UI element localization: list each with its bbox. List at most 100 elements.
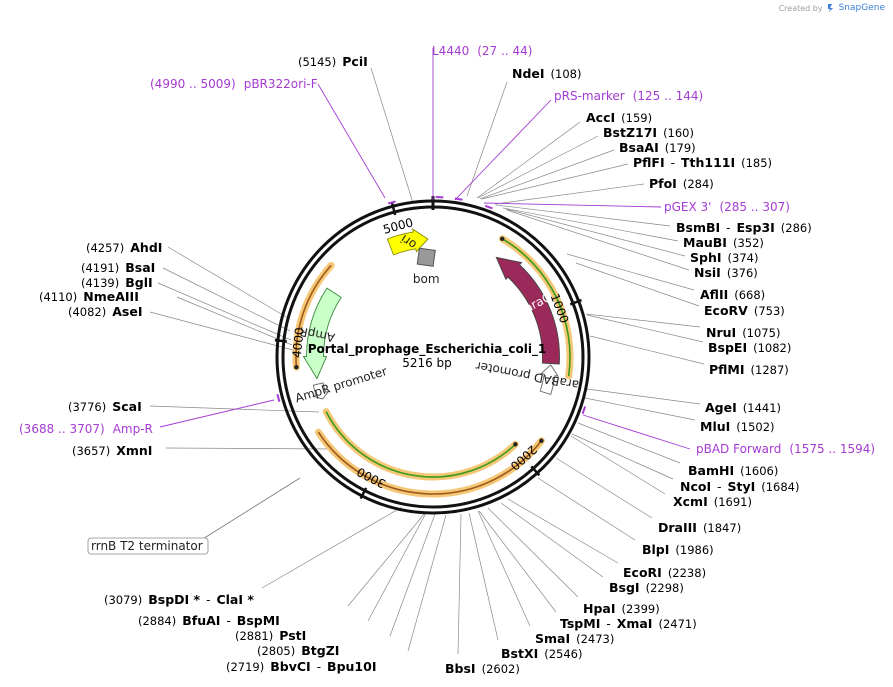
site-label[interactable]: (2805)BtgZI <box>257 643 339 658</box>
site-leader <box>149 311 294 351</box>
site-label[interactable]: SphI(374) <box>690 250 758 265</box>
feature-ori[interactable]: ori <box>386 228 429 256</box>
site-text: BlpI(1986) <box>642 542 714 557</box>
orf-arc[interactable] <box>498 235 574 380</box>
site-label[interactable]: BsmBI-Esp3I(286) <box>676 220 812 235</box>
credit-prefix: Created by <box>778 3 823 13</box>
primer-prs-marker[interactable]: pRS-marker(125 .. 144) <box>454 89 703 201</box>
site-leader <box>370 67 414 204</box>
site-position: (753) <box>754 304 785 318</box>
site-position: (2238) <box>668 566 706 580</box>
site-label[interactable]: BamHI(1606) <box>688 463 778 478</box>
enzyme-name: XmaI <box>617 616 653 631</box>
site-label[interactable]: (4139)BglI <box>81 275 153 290</box>
site-label[interactable]: PfoI(284) <box>649 176 714 191</box>
primer-mark <box>454 197 463 201</box>
site-label[interactable]: BbsI(2602) <box>445 661 520 676</box>
site-text: (4257)AhdI <box>86 240 162 255</box>
primer-pbr322ori-f[interactable]: (4990 .. 5009)pBR322ori-F <box>150 77 396 205</box>
feature-arabad-promoter[interactable]: araBAD promoter <box>474 359 580 396</box>
site-position: (179) <box>665 141 696 155</box>
primer-pgex-3[interactable]: pGEX 3'(285 .. 307) <box>483 200 790 214</box>
site-label[interactable]: NcoI-StyI(1684) <box>680 479 800 494</box>
site-label[interactable]: EcoRV(753) <box>704 303 785 318</box>
site-label[interactable]: (2884)BfuAI-BspMI <box>138 613 280 628</box>
feature-shape <box>311 382 330 400</box>
orf-arc[interactable] <box>292 261 335 371</box>
site-label[interactable]: (4257)AhdI <box>86 240 162 255</box>
site-position: (1606) <box>740 464 778 478</box>
feature-shape <box>539 364 559 396</box>
site-label[interactable]: PflFI-Tth111I(185) <box>633 155 772 170</box>
site-leader <box>575 262 700 307</box>
site-label[interactable]: NdeI(108) <box>512 66 581 81</box>
site-label[interactable]: (2719)BbvCI-Bpu10I <box>226 659 376 674</box>
site-label[interactable]: (4191)BsaI <box>81 260 155 275</box>
site-leader <box>502 207 679 242</box>
site-position: (1502) <box>736 420 774 434</box>
site-label[interactable]: BsaAI(179) <box>619 140 696 155</box>
enzyme-name: BsaI <box>125 260 155 275</box>
site-label[interactable]: PflMI(1287) <box>709 362 789 377</box>
enzyme-name: PfoI <box>649 176 677 191</box>
site-text: AflII(668) <box>700 287 765 302</box>
site-leader <box>481 163 629 200</box>
site-label[interactable]: AflII(668) <box>700 287 765 302</box>
site-label[interactable]: XcmI(1691) <box>673 494 752 509</box>
site-label[interactable]: NsiI(376) <box>694 265 758 280</box>
site-position: (1287) <box>751 363 789 377</box>
site-leader <box>468 512 499 641</box>
enzyme-name: BspDI * <box>148 592 200 607</box>
site-label[interactable]: DraIII(1847) <box>658 520 741 535</box>
site-position: (159) <box>621 111 652 125</box>
site-label[interactable]: (3657)XmnI <box>72 443 152 458</box>
site-label[interactable]: (3776)ScaI <box>68 399 142 414</box>
feature-ampr[interactable]: AmpR <box>298 287 342 380</box>
site-text: (4191)BsaI <box>81 260 155 275</box>
site-label[interactable]: (5145)PciI <box>298 54 368 69</box>
site-label[interactable]: (2881)PstI <box>235 628 306 643</box>
primer-mark <box>276 393 281 402</box>
orf-arc[interactable] <box>314 428 545 498</box>
site-label[interactable]: MluI(1502) <box>700 419 775 434</box>
orf-arc-tip <box>513 442 518 447</box>
orf-arc[interactable] <box>322 408 519 481</box>
site-leader <box>479 149 615 200</box>
primer-l4440[interactable]: L4440(27 .. 44) <box>432 44 532 200</box>
site-label[interactable]: (3079)BspDI *-ClaI * <box>104 592 254 607</box>
site-label[interactable]: HpaI(2399) <box>583 601 660 616</box>
enzyme-name: ScaI <box>112 399 142 414</box>
site-text: PflFI-Tth111I(185) <box>633 155 772 170</box>
site-label[interactable]: MauBI(352) <box>683 235 764 250</box>
primer-amp-r[interactable]: (3688 .. 3707)Amp-R <box>19 393 281 436</box>
orf-arcs <box>292 235 574 498</box>
site-label[interactable]: TspMI-XmaI(2471) <box>560 616 697 631</box>
feature-shape <box>495 256 560 365</box>
enzyme-separator: - <box>317 660 321 674</box>
primer-pbad-forward[interactable]: pBAD Forward(1575 .. 1594) <box>581 406 875 456</box>
site-label[interactable]: NruI(1075) <box>706 325 780 340</box>
site-text: DraIII(1847) <box>658 520 741 535</box>
enzyme-name: AgeI <box>705 400 737 415</box>
site-label[interactable]: (4082)AseI <box>68 304 143 319</box>
feature-arac[interactable]: araC <box>495 256 560 365</box>
site-label[interactable]: BsgI(2298) <box>609 580 684 595</box>
terminator-callout[interactable]: rrnB T2 terminator <box>87 477 301 555</box>
site-label[interactable]: EcoRI(2238) <box>623 565 706 580</box>
site-label[interactable]: (4110)NmeAIII <box>39 289 139 304</box>
site-label[interactable]: AccI(159) <box>586 110 652 125</box>
site-label[interactable]: BstXI(2546) <box>501 646 582 661</box>
feature-ampr-promoter[interactable]: AmpR promoter <box>293 364 388 405</box>
primer-range: (27 .. 44) <box>477 44 532 58</box>
site-label[interactable]: SmaI(2473) <box>535 631 614 646</box>
site-text: (2881)PstI <box>235 628 306 643</box>
site-text: (4110)NmeAIII <box>39 289 139 304</box>
site-label[interactable]: BlpI(1986) <box>642 542 714 557</box>
site-leader <box>537 477 636 541</box>
site-label[interactable]: AgeI(1441) <box>705 400 781 415</box>
site-label[interactable]: BstZ17I(160) <box>603 125 694 140</box>
site-label[interactable]: BspEI(1082) <box>708 340 791 355</box>
feature-bom[interactable]: bom <box>413 247 440 286</box>
site-position: (2298) <box>646 581 684 595</box>
primer-leader <box>454 99 552 201</box>
